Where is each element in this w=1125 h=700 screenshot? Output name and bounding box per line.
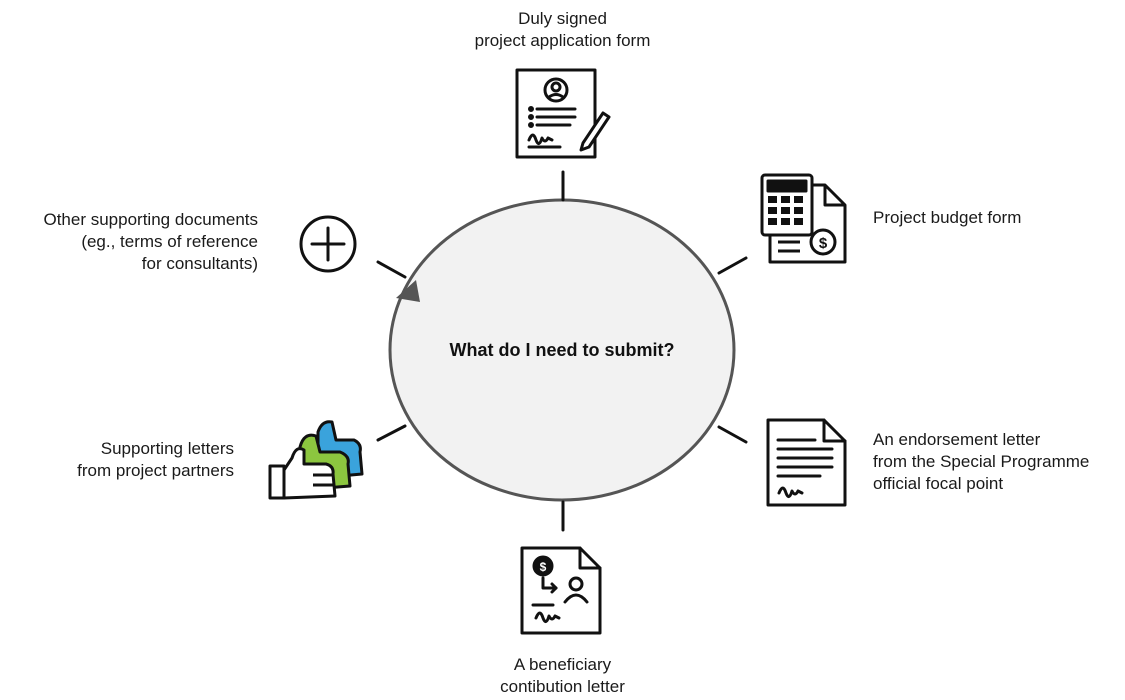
center-question: What do I need to submit? [449, 340, 675, 360]
label-other: Other supporting documents (eg., terms o… [43, 210, 258, 273]
label-endorsement: An endorsement letter from the Special P… [873, 430, 1090, 493]
label-application: Duly signed project application form [474, 9, 651, 50]
label-contribution: A beneficiary contibution letter [500, 655, 625, 696]
plus-circle-icon [299, 215, 357, 273]
label-partners: Supporting letters from project partners [77, 439, 234, 480]
connector-partners [376, 424, 407, 442]
connector-endorsement [717, 425, 748, 444]
label-budget: Project budget form [873, 208, 1022, 227]
svg-text:$: $ [819, 235, 828, 252]
calculator-budget-icon: $ [760, 173, 847, 264]
signed-form-icon [515, 68, 611, 159]
svg-text:$: $ [540, 560, 547, 574]
signed-letter-icon [766, 418, 847, 507]
connectors [376, 170, 748, 532]
connector-other [376, 260, 407, 279]
thumbs-up-icon [268, 420, 364, 500]
connector-budget [717, 256, 748, 275]
cycle-arrowhead [396, 280, 420, 302]
contribution-letter-icon: $ [520, 546, 602, 635]
